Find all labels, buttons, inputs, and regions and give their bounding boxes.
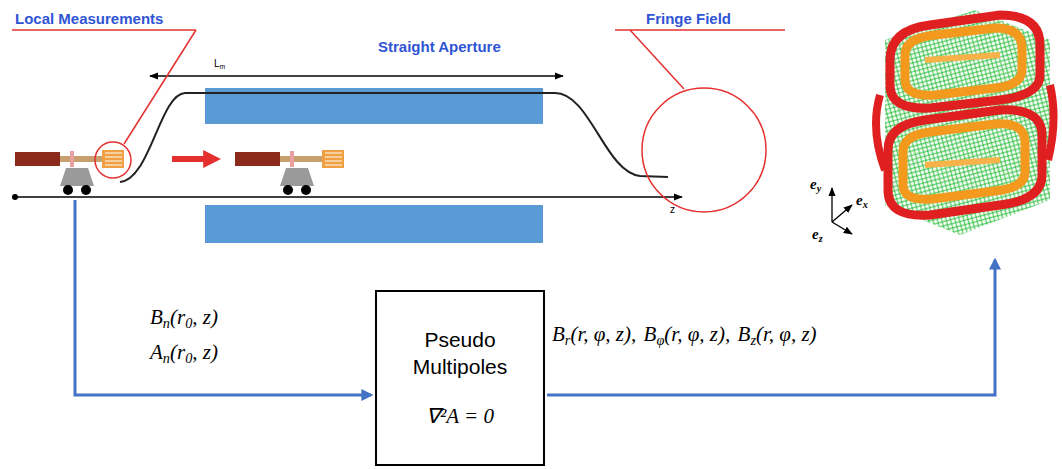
label-text: , z) [192, 305, 218, 329]
label-text: e [810, 176, 817, 192]
probe-cart [15, 150, 124, 195]
label-text: Fringe Field [646, 10, 731, 27]
axis-label: ey [810, 176, 821, 195]
label-text: (r, φ, z) [756, 322, 817, 346]
label-text: (r [170, 340, 185, 364]
output-formula: Br(r, φ, z),Bφ(r, φ, z),Bz(r, φ, z) [552, 322, 817, 349]
label-text: , z) [192, 340, 218, 364]
motion-arrow [172, 156, 214, 162]
axis-label: z [670, 204, 675, 216]
subscript: 0 [185, 350, 192, 366]
label-text: B [738, 322, 751, 346]
flow-arrow [547, 260, 995, 395]
axis-label: ex [856, 192, 868, 211]
subscript: x [863, 199, 868, 210]
label-underline [12, 29, 196, 31]
label-text: (r, φ, z), [664, 322, 730, 346]
callout-label: Fringe Field [646, 10, 731, 27]
subscript: n [163, 350, 170, 366]
leader-line [630, 30, 684, 89]
highlight-circle [642, 88, 766, 212]
box-title: Pseudo Multipoles [385, 326, 535, 381]
subscript: y [817, 183, 822, 194]
subscript: 0 [185, 315, 192, 331]
subscript: z [750, 332, 756, 348]
leader-line [124, 30, 196, 144]
label-text: A [150, 340, 163, 364]
label-text: (r, φ, z), [570, 322, 636, 346]
input-formula: Bn(r0, z) [150, 305, 218, 332]
length-dimension [150, 75, 563, 76]
label-text: B [150, 305, 163, 329]
label-text: Straight Aperture [378, 38, 501, 55]
equation: ∇²A = 0 [426, 403, 494, 430]
callout-label: Local Measurements [15, 10, 163, 27]
magnet-coil-illustration [876, 10, 1054, 235]
magnet-pole [205, 205, 543, 243]
coordinate-axes [832, 188, 852, 234]
axis-label: ez [812, 226, 823, 245]
dimension-label: Lm [214, 58, 225, 71]
probe-cart [235, 150, 344, 195]
label-text: L [214, 58, 220, 69]
label-text: z [670, 204, 675, 215]
flow-arrow [75, 200, 371, 395]
region-label: Straight Aperture [378, 38, 501, 55]
label-text: B [644, 322, 657, 346]
subscript: m [220, 63, 226, 70]
label-text: (r [170, 305, 185, 329]
subscript: n [163, 315, 170, 331]
field-profile [120, 93, 668, 182]
input-formula: An(r0, z) [150, 340, 218, 367]
label-underline [615, 29, 785, 31]
subscript: φ [656, 332, 664, 348]
subscript: r [565, 332, 571, 348]
z-axis [15, 196, 682, 197]
highlight-circle [95, 142, 131, 178]
label-text: Local Measurements [15, 10, 163, 27]
label-text: e [812, 226, 819, 242]
label-text: e [856, 192, 863, 208]
subscript: z [819, 233, 823, 244]
process-box: Pseudo Multipoles ∇²A = 0 [375, 290, 545, 466]
label-text: B [552, 322, 565, 346]
